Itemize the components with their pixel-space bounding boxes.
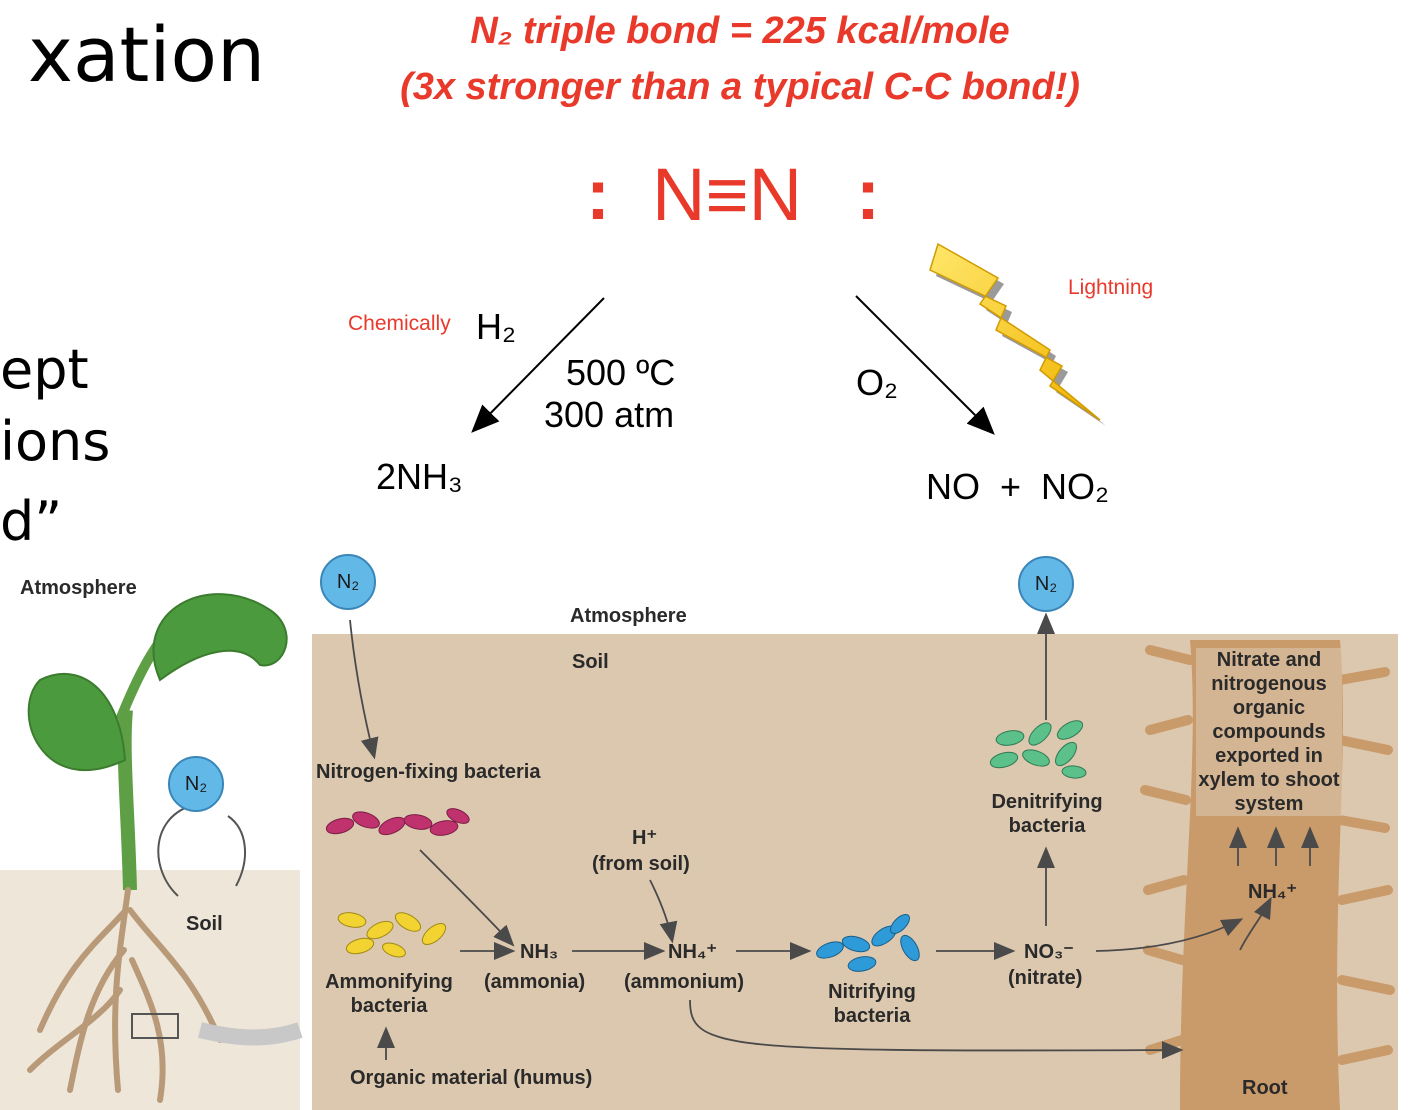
- reaction-arrows: [471, 242, 1106, 435]
- ammonifying-label: Ammonifying bacteria: [325, 971, 453, 1017]
- nitrifying-label: Nitrifying bacteria: [828, 981, 916, 1027]
- nitrogen-fixing-label: Nitrogen-fixing bacteria: [316, 761, 541, 783]
- ammonifying-bacteria-icon: [337, 912, 447, 958]
- cycle-n2-left-text: N₂: [336, 570, 360, 593]
- root-nh4-label: NH₄⁺: [1248, 881, 1297, 903]
- soil-label: Soil: [572, 651, 609, 673]
- root-label: Root: [1242, 1077, 1288, 1099]
- ammonium-label: (ammonium): [624, 971, 744, 993]
- denitrifying-bacteria-icon: [989, 720, 1087, 779]
- cycle-n2-right-icon: N₂: [1018, 556, 1074, 612]
- lightning-bolt-icon: [929, 242, 1106, 426]
- ammonia-label: (ammonia): [484, 971, 586, 993]
- bullet-fragment-1: ept: [0, 338, 89, 401]
- lightning-arrow: [855, 295, 995, 435]
- exported-compounds-label: Nitrate and nitrogenous organic compound…: [1196, 648, 1342, 816]
- chemically-label: Chemically: [348, 312, 451, 335]
- bond-energy-line: N₂ triple bond = 225 kcal/mole: [470, 10, 1010, 52]
- n2-lewis-structure: : N≡N :: [580, 150, 900, 240]
- denitrifying-label: Denitrifying bacteria: [991, 791, 1103, 837]
- nh4-label: NH₄⁺: [668, 941, 717, 963]
- nitrate-label: (nitrate): [1008, 967, 1083, 989]
- cycle-n2-right-text: N₂: [1034, 572, 1058, 595]
- triple-bond-formula: N≡N: [652, 153, 803, 236]
- leaf-top: [152, 593, 288, 682]
- organic-material-label: Organic material (humus): [350, 1067, 593, 1089]
- plant-soil-label: Soil: [186, 913, 223, 935]
- bond-strength-comparison: (3x stronger than a typical C-C bond!): [400, 66, 1080, 108]
- pressure-condition: 300 atm: [544, 394, 675, 435]
- no3-label: NO₃⁻: [1024, 941, 1074, 963]
- bullet-fragment-2: ions: [0, 410, 111, 473]
- slide-title-fragment: xation: [28, 10, 266, 99]
- nitrifying-bacteria-icon: [816, 914, 920, 972]
- plant-atmosphere-label: Atmosphere: [20, 577, 137, 599]
- plant-illustration: [0, 593, 303, 1110]
- lone-pair-right: :: [856, 155, 880, 235]
- nh3-label: NH₃: [520, 941, 559, 963]
- lightning-label: Lightning: [1068, 276, 1154, 299]
- plant-n2-icon: N₂: [168, 756, 224, 812]
- nitrogen-oxides-product: NO + NO₂: [926, 466, 1110, 507]
- leaf-left: [27, 673, 127, 772]
- ammonia-product: 2NH₃: [376, 456, 463, 497]
- h2-reagent: H₂: [476, 306, 516, 347]
- from-soil-label: (from soil): [592, 853, 690, 875]
- plant-n2-text: N₂: [184, 772, 208, 795]
- atmosphere-label: Atmosphere: [570, 605, 687, 627]
- bullet-fragment-3: d”: [0, 490, 63, 553]
- haber-arrow: [471, 297, 605, 433]
- nitrogen-fixing-bacteria-icon: [325, 808, 470, 836]
- cycle-n2-left-icon: N₂: [320, 554, 376, 610]
- lone-pair-left: :: [586, 155, 610, 235]
- h-plus-label: H⁺: [632, 827, 657, 849]
- temperature-condition: 500 ºC: [566, 352, 676, 393]
- o2-reagent: O₂: [856, 362, 898, 403]
